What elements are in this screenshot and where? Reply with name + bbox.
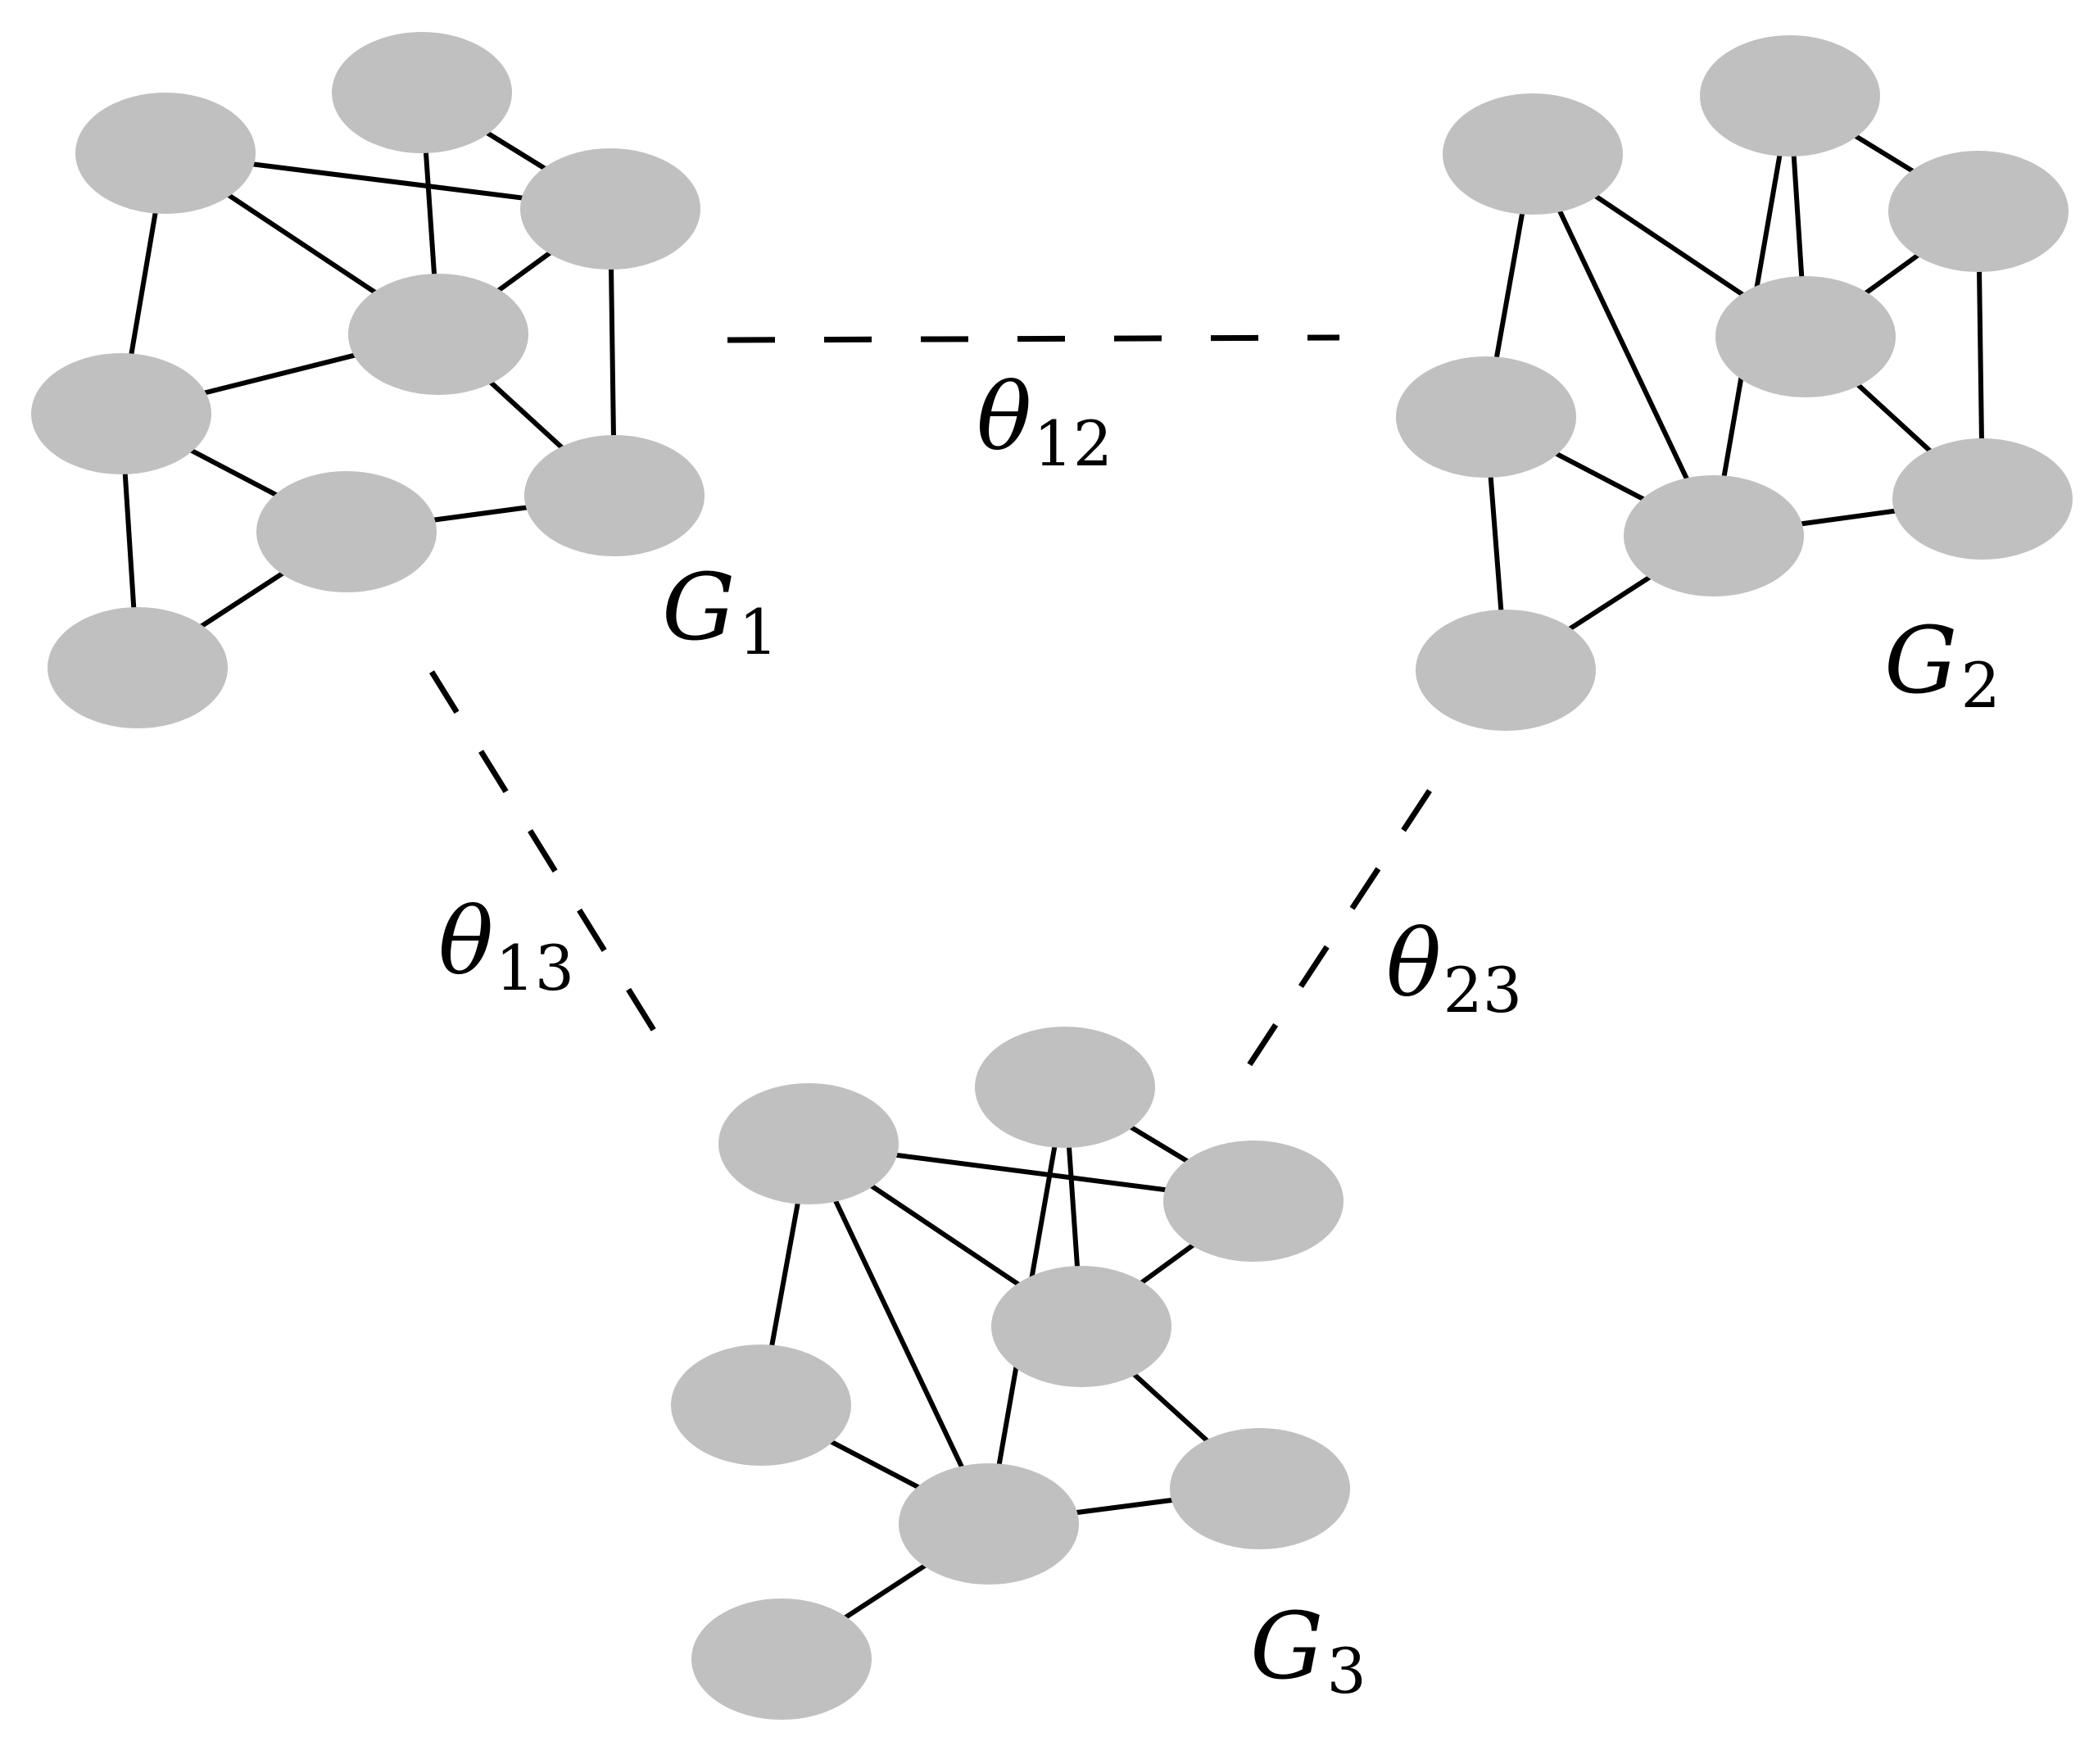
edge-g2-0-5 (1530, 152, 1716, 537)
distance-label-theta12: θ12 (977, 365, 1112, 480)
labels-layer: G1 G2 G3 θ12 θ13 θ23 (438, 365, 2001, 1707)
distance-label-theta23: θ23 (1386, 911, 1522, 1027)
node-g1-4 (31, 353, 211, 474)
graph-label-g2: G2 (1884, 608, 2001, 722)
node-g3-3 (991, 1266, 1171, 1387)
node-g2-0 (1443, 93, 1623, 215)
node-g1-3 (348, 274, 528, 395)
node-g2-3 (1715, 276, 1896, 397)
graph-label-g1: G1 (662, 555, 778, 669)
node-g3-2 (1163, 1140, 1344, 1262)
node-g3-7 (691, 1598, 872, 1720)
edge-g3-0-5 (806, 1142, 991, 1526)
graphs-layer (31, 32, 2073, 1720)
node-g1-0 (75, 93, 256, 214)
node-g3-4 (671, 1345, 851, 1466)
node-g2-5 (1624, 475, 1804, 596)
node-g2-6 (1892, 438, 2073, 560)
node-g2-1 (1700, 35, 1880, 156)
node-g1-5 (256, 471, 437, 592)
node-g2-2 (1888, 151, 2069, 272)
distance-line-theta13 (429, 670, 668, 1050)
node-g3-0 (718, 1083, 899, 1204)
node-g2-4 (1396, 356, 1576, 478)
node-g2-7 (1416, 610, 1596, 731)
node-g1-2 (520, 148, 700, 270)
node-g1-6 (524, 435, 705, 556)
distance-line-theta23 (1239, 789, 1432, 1079)
graph-g3 (671, 1027, 1350, 1720)
graph-label-g3: G3 (1250, 1594, 1366, 1707)
distance-label-theta13: θ13 (438, 889, 574, 1004)
node-g1-7 (48, 607, 228, 728)
graph-g1 (31, 32, 705, 728)
graph-g2 (1396, 35, 2073, 731)
node-g3-1 (975, 1027, 1155, 1148)
distances-layer (429, 334, 1432, 1079)
node-g3-5 (899, 1463, 1079, 1585)
node-g1-1 (332, 32, 512, 153)
node-g3-6 (1170, 1428, 1350, 1549)
distance-line-theta12 (727, 334, 1340, 343)
